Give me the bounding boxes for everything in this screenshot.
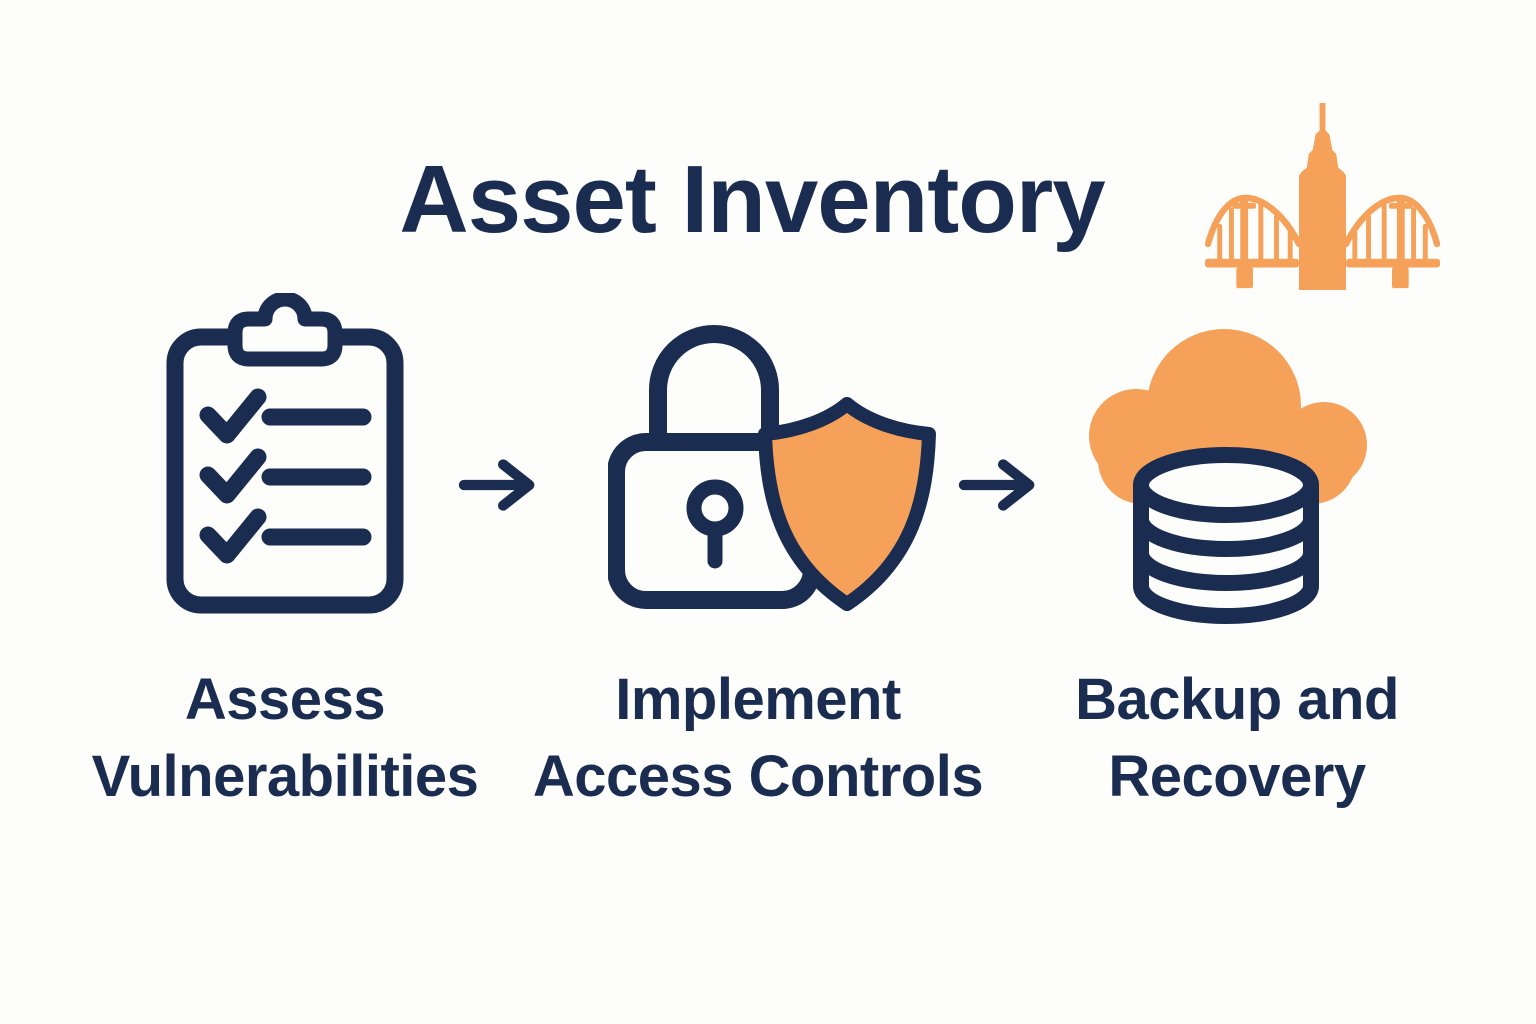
step-label-implement-access-controls: Implement Access Controls [532, 667, 984, 809]
arrow-right-icon [957, 457, 1053, 513]
arrow-right-icon [457, 457, 553, 513]
page-title: Asset Inventory [399, 146, 1105, 254]
bridge-skyline-icon [1205, 98, 1440, 296]
padlock-shield-icon [608, 322, 948, 622]
checklist-clipboard-icon [165, 293, 405, 615]
step-label-backup-and-recovery: Backup and Recovery [1075, 667, 1399, 809]
cloud-database-icon [1088, 324, 1368, 624]
step-label-assess-vulnerabilities: Assess Vulnerabilities [91, 667, 479, 809]
